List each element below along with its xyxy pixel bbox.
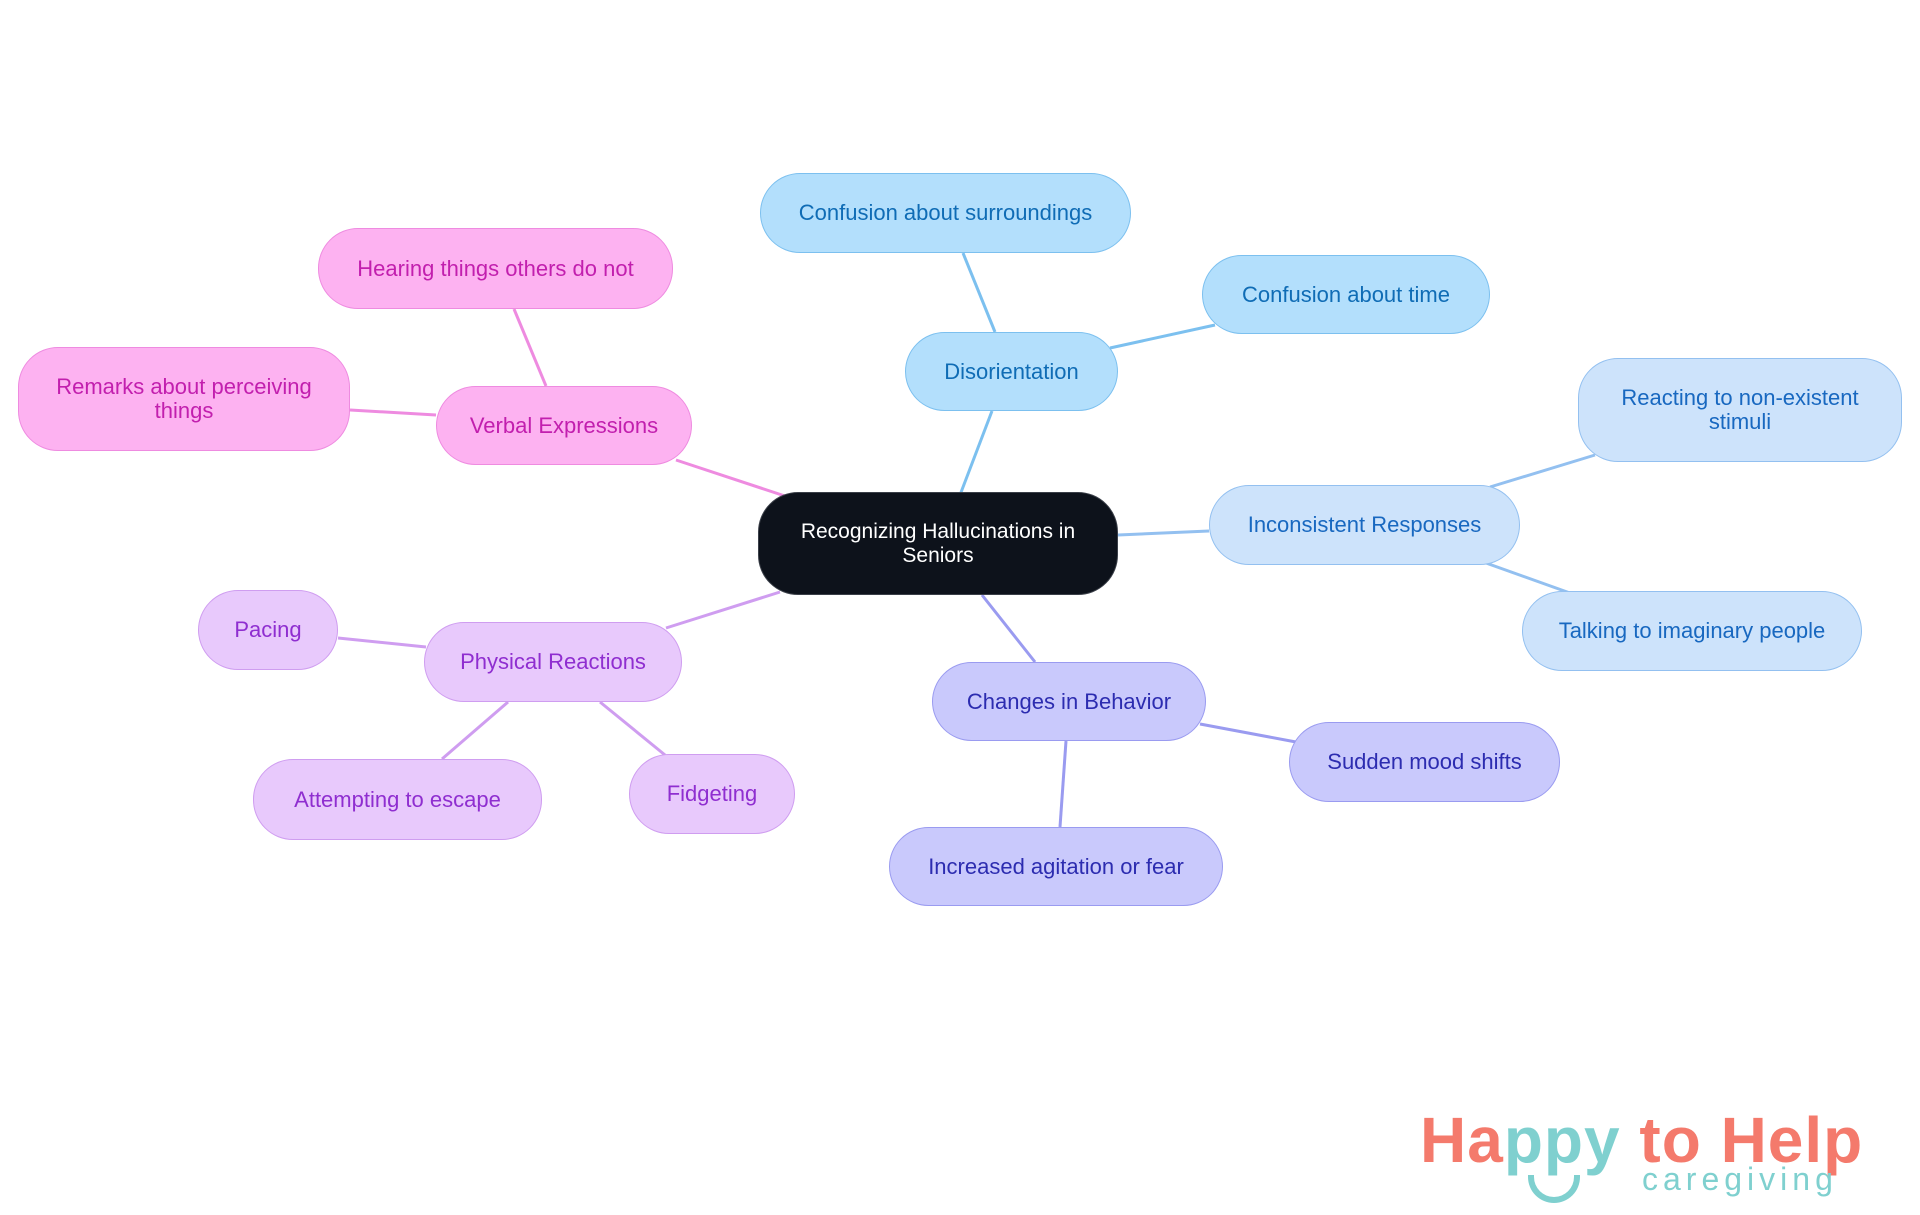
branch-changes-behavior[interactable]: Changes in Behavior [932, 662, 1206, 741]
leaf-attempting-escape[interactable]: Attempting to escape [253, 759, 542, 840]
leaf-pacing[interactable]: Pacing [198, 590, 338, 670]
leaf-label: Reacting to non-existent stimuli [1621, 385, 1859, 434]
leaf-label: Confusion about time [1242, 281, 1450, 307]
leaf-fidgeting[interactable]: Fidgeting [629, 754, 795, 834]
leaf-label: Increased agitation or fear [928, 853, 1184, 879]
leaf-label: Pacing [234, 617, 302, 642]
branch-label: Physical Reactions [460, 649, 646, 674]
smile-icon [1528, 1175, 1580, 1203]
leaf-reacting-stimuli[interactable]: Reacting to non-existent stimuli [1578, 358, 1902, 462]
leaf-remarks-perceiving[interactable]: Remarks about perceiving things [18, 347, 350, 451]
root-label: Recognizing Hallucinations in Seniors [800, 519, 1076, 567]
leaf-confusion-time[interactable]: Confusion about time [1202, 255, 1490, 334]
leaf-label: Attempting to escape [294, 786, 501, 812]
leaf-increased-agitation[interactable]: Increased agitation or fear [889, 827, 1223, 906]
leaf-label: Remarks about perceiving things [56, 374, 312, 423]
branch-label: Changes in Behavior [966, 688, 1172, 714]
logo-subtitle: caregiving [1642, 1161, 1838, 1197]
leaf-hearing-things[interactable]: Hearing things others do not [318, 228, 673, 309]
branch-verbal-expressions[interactable]: Verbal Expressions [436, 386, 692, 465]
logo-wordmark: Happy to Help [1420, 1104, 1864, 1176]
leaf-label: Sudden mood shifts [1327, 749, 1522, 774]
branch-inconsistent-responses[interactable]: Inconsistent Responses [1209, 485, 1520, 565]
leaf-label: Confusion about surroundings [798, 200, 1093, 225]
leaf-confusion-surroundings[interactable]: Confusion about surroundings [760, 173, 1131, 253]
branch-label: Inconsistent Responses [1247, 512, 1482, 537]
leaf-label: Fidgeting [666, 781, 758, 806]
branch-disorientation[interactable]: Disorientation [905, 332, 1118, 411]
root-node[interactable]: Recognizing Hallucinations in Seniors [758, 492, 1118, 595]
branch-label: Disorientation [944, 358, 1079, 384]
leaf-talking-imaginary[interactable]: Talking to imaginary people [1522, 591, 1862, 671]
branch-physical-reactions[interactable]: Physical Reactions [424, 622, 682, 702]
branch-label: Verbal Expressions [469, 412, 659, 438]
happy-to-help-logo: Happy to Help caregiving [1420, 1104, 1890, 1203]
leaf-label: Talking to imaginary people [1558, 618, 1826, 643]
leaf-sudden-mood[interactable]: Sudden mood shifts [1289, 722, 1560, 802]
leaf-label: Hearing things others do not [357, 255, 634, 281]
